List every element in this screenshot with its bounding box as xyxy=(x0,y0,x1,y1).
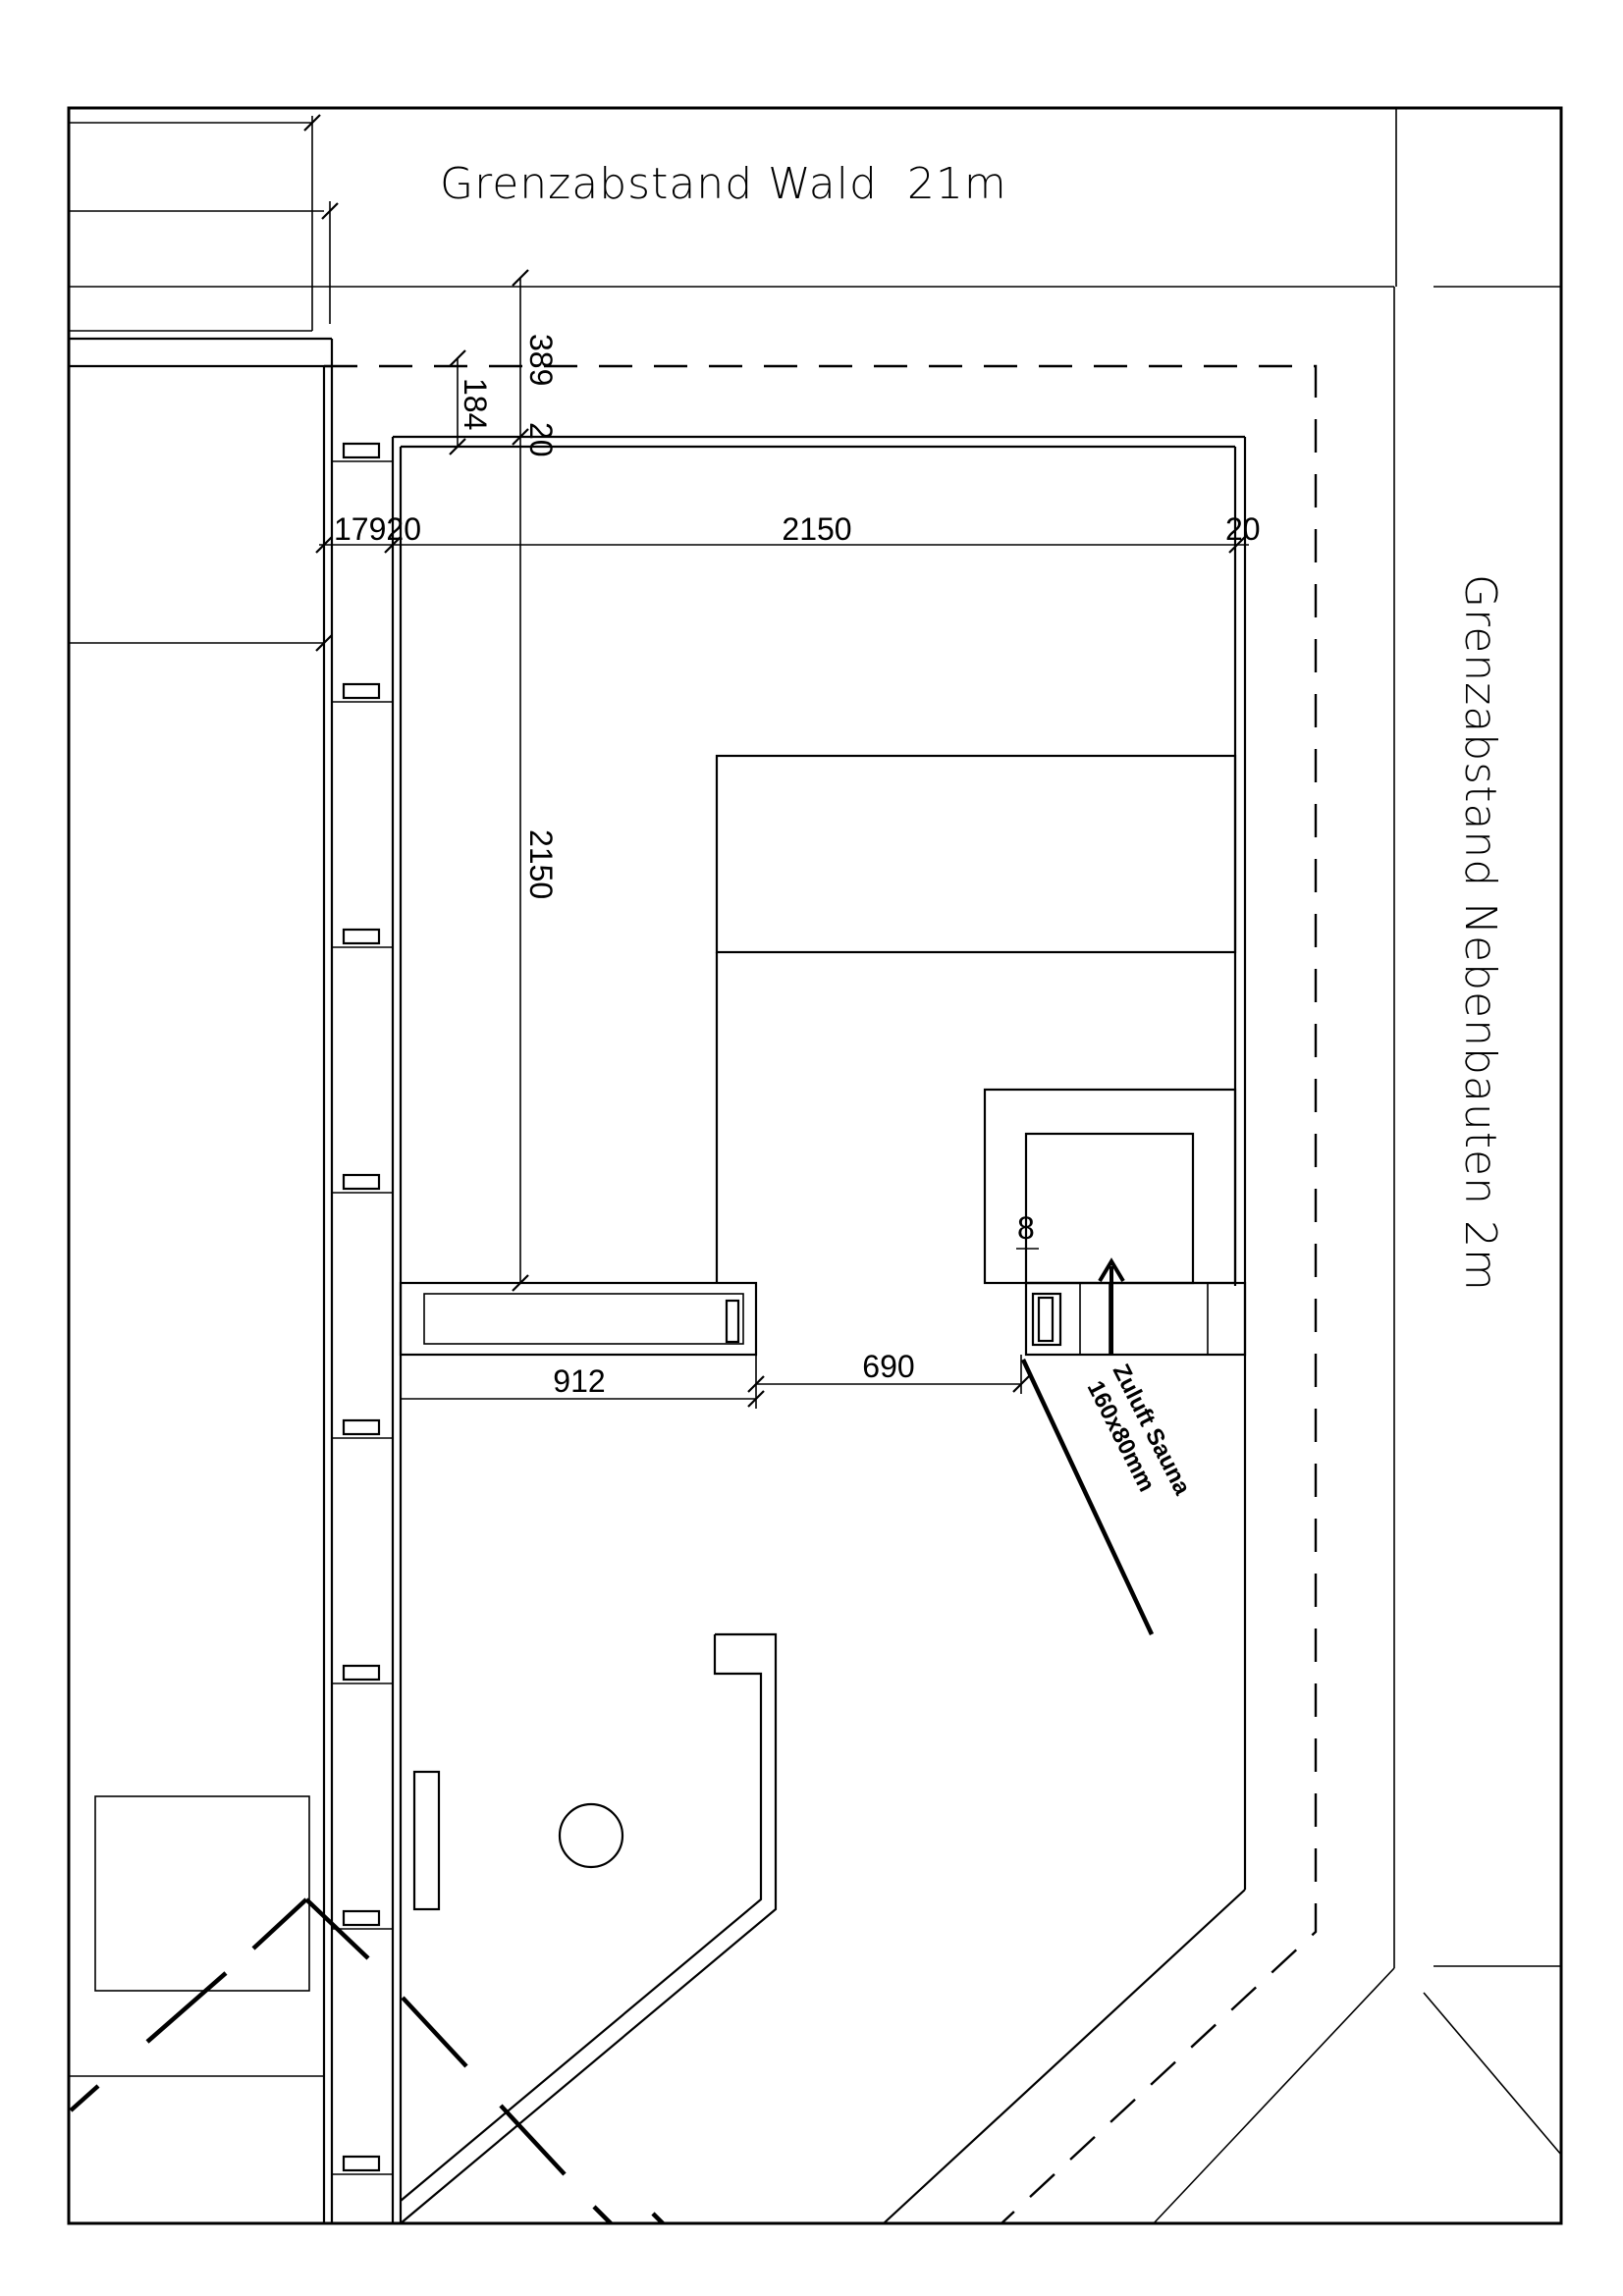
dim-690: 690 xyxy=(862,1349,914,1384)
dimension-lines xyxy=(303,114,1249,1409)
dim-912: 912 xyxy=(553,1363,605,1399)
dim-20-top: 20 xyxy=(523,422,559,457)
sheet-frame xyxy=(67,106,1563,2225)
vent-arrow xyxy=(1098,1257,1125,1355)
fence-posts xyxy=(332,442,393,2175)
dim-389: 389 xyxy=(523,334,559,386)
dim-20-right: 20 xyxy=(1225,511,1261,547)
dim-184: 184 xyxy=(458,378,493,430)
dim-8: 8 xyxy=(1017,1210,1035,1246)
label-boundary-forest: Grenzabstand Wald 21m xyxy=(440,159,1007,209)
top-boundary-lines xyxy=(69,116,1394,644)
dim-2150-vertical: 2150 xyxy=(523,829,559,899)
neighbour-building xyxy=(69,337,334,2223)
dim-17920: 17920 xyxy=(334,511,421,547)
label-boundary-outbuildings: Grenzabstand Nebenbauten 2m xyxy=(1455,574,1505,1292)
dim-2150-horizontal: 2150 xyxy=(782,511,851,547)
right-boundary-lines xyxy=(1153,108,1562,2224)
boundary-offset-dashed xyxy=(324,364,1318,2224)
door-swings xyxy=(69,1359,1155,2225)
